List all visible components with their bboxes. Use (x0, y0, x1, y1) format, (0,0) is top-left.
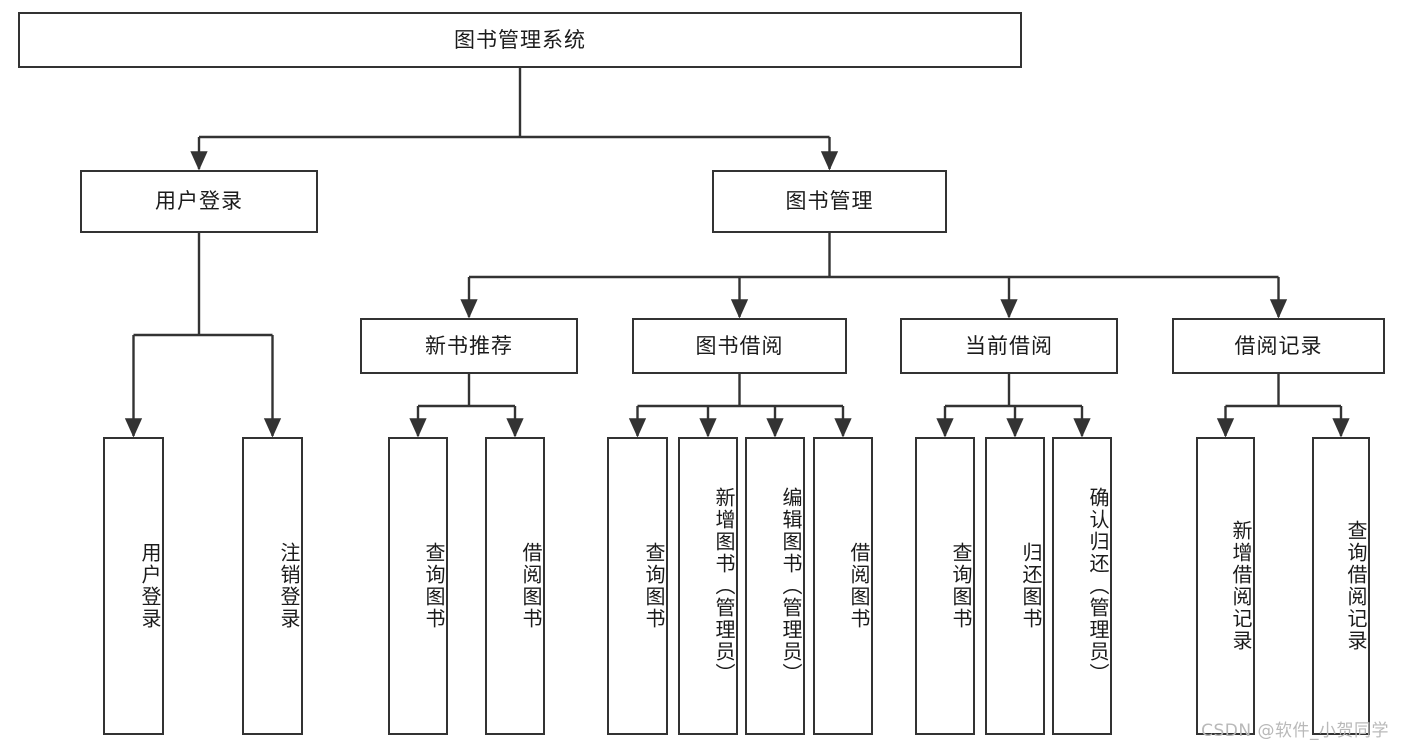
node-label: 查询图书 (422, 542, 446, 630)
node-leaf_3[interactable]: 查询图书 (388, 437, 448, 735)
node-leaf_7[interactable]: 编辑图书（管理员） (745, 437, 805, 735)
node-leaf_9[interactable]: 查询图书 (915, 437, 975, 735)
node-leaf_1[interactable]: 用户登录 (103, 437, 164, 735)
node-label: 当前借阅 (965, 333, 1053, 358)
node-leaf_12[interactable]: 新增借阅记录 (1196, 437, 1255, 735)
node-book_manage[interactable]: 图书管理 (712, 170, 947, 233)
node-label: 注销登录 (277, 542, 301, 630)
node-label: 归还图书 (1019, 542, 1043, 630)
node-label: 新增图书（管理员） (712, 487, 736, 685)
node-label: 借阅图书 (847, 542, 871, 630)
node-label: 新书推荐 (425, 333, 513, 358)
node-label: 确认归还（管理员） (1086, 487, 1110, 685)
node-new_book_rec[interactable]: 新书推荐 (360, 318, 578, 374)
node-label: 用户登录 (138, 542, 162, 630)
node-leaf_5[interactable]: 查询图书 (607, 437, 668, 735)
node-borrow_record[interactable]: 借阅记录 (1172, 318, 1385, 374)
node-label: 编辑图书（管理员） (779, 487, 803, 685)
node-leaf_11[interactable]: 确认归还（管理员） (1052, 437, 1112, 735)
node-book_borrow[interactable]: 图书借阅 (632, 318, 847, 374)
node-label: 查询图书 (949, 542, 973, 630)
node-leaf_6[interactable]: 新增图书（管理员） (678, 437, 738, 735)
node-label: 借阅记录 (1234, 333, 1323, 358)
node-label: 图书管理 (785, 189, 874, 214)
watermark: CSDN @软件_小贺同学 (1201, 721, 1389, 741)
node-label: 用户登录 (155, 189, 243, 214)
node-user_login[interactable]: 用户登录 (80, 170, 318, 233)
node-label: 查询图书 (642, 542, 666, 630)
node-label: 图书借阅 (695, 333, 784, 358)
node-leaf_2[interactable]: 注销登录 (242, 437, 303, 735)
node-leaf_4[interactable]: 借阅图书 (485, 437, 545, 735)
node-label: 借阅图书 (519, 542, 543, 630)
node-label: 查询借阅记录 (1344, 520, 1368, 652)
node-leaf_8[interactable]: 借阅图书 (813, 437, 873, 735)
node-leaf_10[interactable]: 归还图书 (985, 437, 1045, 735)
node-leaf_13[interactable]: 查询借阅记录 (1312, 437, 1370, 735)
node-root[interactable]: 图书管理系统 (18, 12, 1022, 68)
node-cur_borrow[interactable]: 当前借阅 (900, 318, 1118, 374)
node-label: 新增借阅记录 (1229, 520, 1253, 652)
node-label: 图书管理系统 (454, 27, 586, 52)
